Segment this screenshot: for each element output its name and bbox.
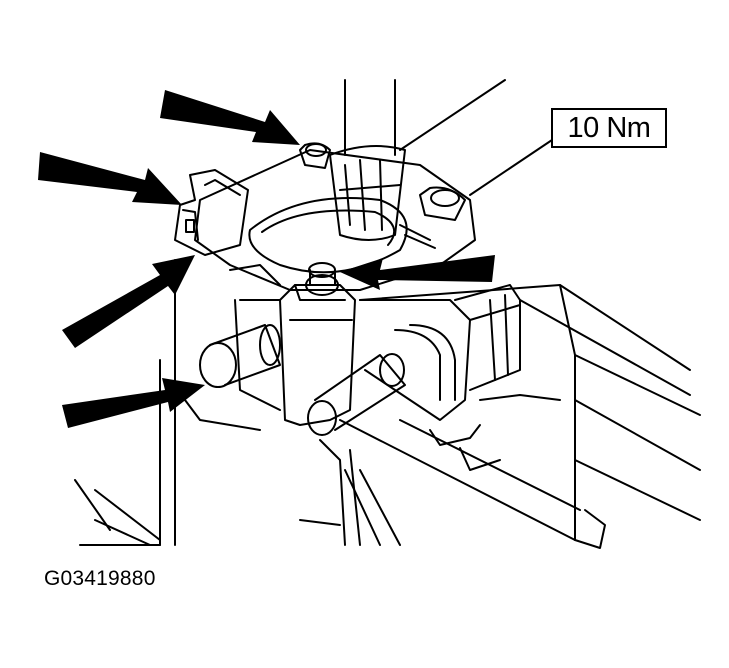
lever-leader-line: [399, 79, 506, 151]
shift-lever: [329, 79, 406, 241]
cable-bracket: [229, 262, 356, 426]
rubber-mount: [359, 284, 521, 421]
housing-outline: [339, 284, 701, 549]
arrow-icon: [160, 90, 300, 145]
arrow-icon: [62, 255, 195, 348]
pivot-pin-right: [307, 353, 406, 436]
left-bracket: [174, 169, 249, 256]
arrow-icon: [62, 378, 205, 428]
pivot-pin-left: [199, 324, 281, 388]
figure-id: G03419880: [44, 567, 156, 590]
arrow-icon: [340, 255, 495, 290]
torque-leader-line: [469, 139, 553, 196]
torque-label: 10 Nm: [551, 108, 667, 148]
arrow-icon: [38, 152, 182, 205]
